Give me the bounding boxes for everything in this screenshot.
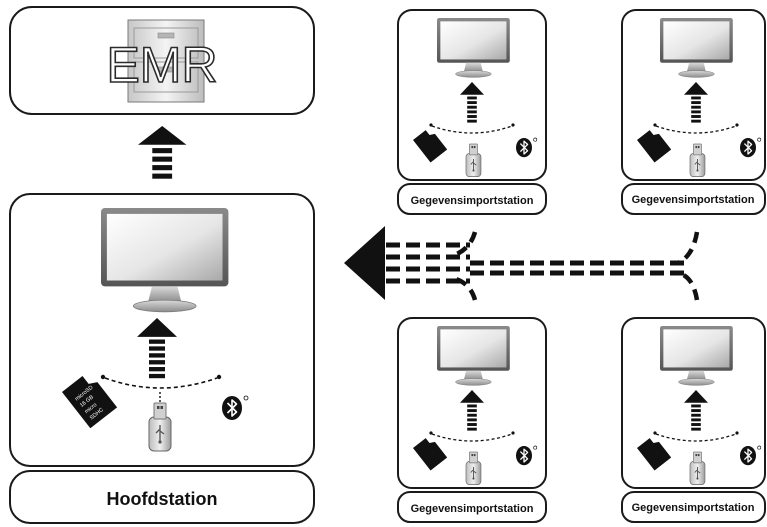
import-station-3: Gegevensimportstation (397, 317, 547, 523)
import-station-4: Gegevensimportstation (621, 317, 766, 523)
file-cabinet-icon (127, 19, 205, 103)
upload-arrow-icon (138, 126, 187, 179)
import-station-label: Gegevensimportstation (632, 502, 755, 514)
main-station-label: Hoofdstation (107, 489, 218, 509)
arrow-left-icon (344, 226, 700, 301)
main-station-label-box (9, 470, 315, 524)
import-station-2: Gegevensimportstation (621, 9, 766, 215)
memory-card-icon: microSD 16 GB micro SDHC (62, 371, 118, 429)
emr-label: EMR (106, 37, 217, 93)
import-station-label: Gegevensimportstation (411, 195, 534, 207)
import-station-label: Gegevensimportstation (632, 194, 755, 206)
connection-arc (104, 377, 218, 389)
import-station-1: Gegevensimportstation (397, 9, 547, 215)
import-station-label: Gegevensimportstation (411, 503, 534, 515)
